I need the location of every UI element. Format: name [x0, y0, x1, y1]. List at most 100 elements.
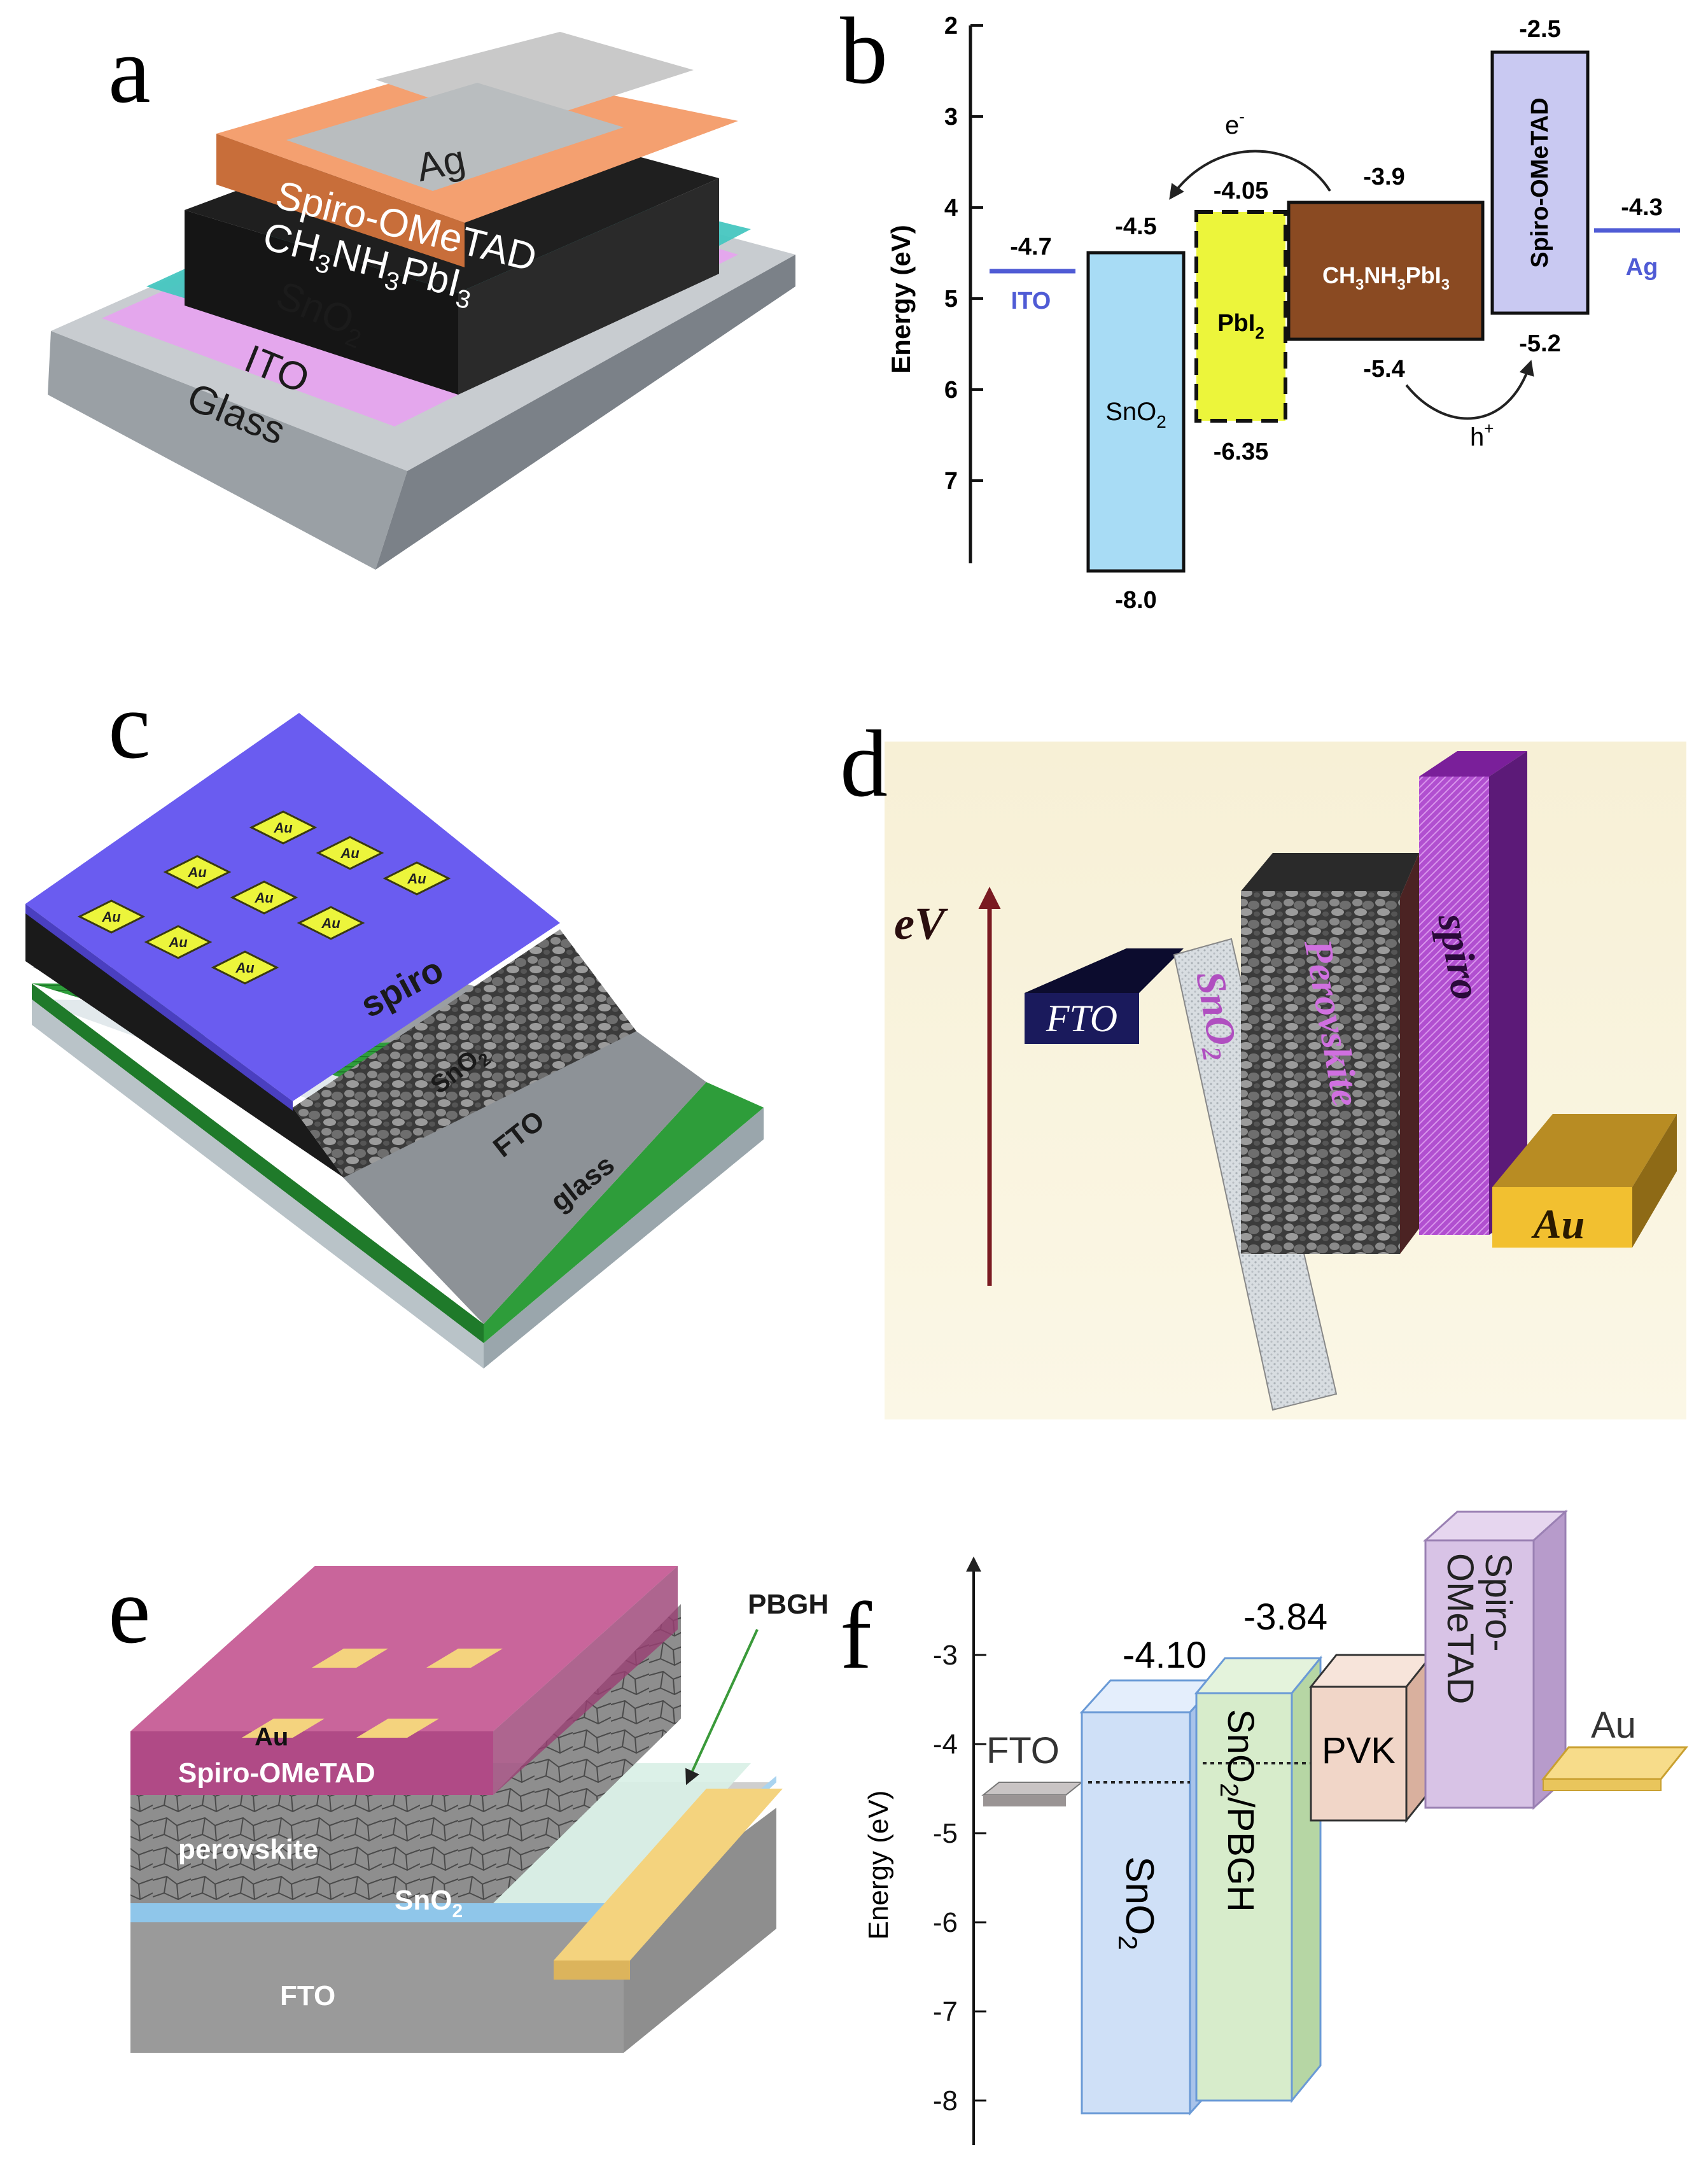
- b-tick-2: 2: [944, 13, 983, 39]
- f-pbgh-label: SnO2/PBGH: [1215, 1709, 1261, 1912]
- panel-f: f -3 -4 -5 -6 -7 -8 Energy (eV) FTO -4.1…: [840, 1509, 1689, 2145]
- d-fto-top: [1025, 948, 1184, 993]
- au-pad-2: [316, 836, 384, 870]
- svg-text:3: 3: [944, 104, 958, 130]
- d-spiro-front: [1419, 777, 1489, 1235]
- au-label-9: Au: [235, 960, 255, 976]
- au-pad-5: [230, 880, 298, 915]
- au-pad-4: [163, 855, 232, 889]
- sno2-vb-value: -8.0: [1115, 587, 1156, 614]
- d-fto-front: [1025, 993, 1139, 1044]
- e-fto-front: [130, 1922, 624, 2053]
- pbi2-band: [1194, 210, 1287, 423]
- c-fto-front: [32, 983, 484, 1343]
- au-label-6: Au: [321, 915, 340, 931]
- panel-c-letter: c: [108, 673, 151, 778]
- f-sno2-label: SnO2: [1113, 1856, 1161, 1950]
- d-perovskite-top: [1241, 853, 1419, 897]
- c-spiro-top: [25, 713, 560, 1101]
- e-au-strip-top: [554, 1789, 783, 1960]
- c-perovskite-front: [25, 910, 344, 1178]
- hole-label: h+: [1470, 419, 1494, 451]
- f-fto-top: [981, 1782, 1084, 1796]
- c-glass-side: [484, 1108, 764, 1369]
- f-tick-minus8: -8: [933, 2085, 986, 2116]
- spiro-homo-value: -5.2: [1519, 330, 1560, 357]
- c-perovskite-side: [293, 929, 636, 1178]
- sno2-label: SnO2: [1105, 398, 1166, 432]
- f-pbgh-front: [1195, 1692, 1293, 2102]
- f-au-label: Au: [1591, 1705, 1636, 1746]
- pbgh-callout-arrow: [685, 1629, 759, 1785]
- f-pvk-label: PVK: [1322, 1730, 1396, 1771]
- ag-level-value: -4.3: [1621, 194, 1662, 221]
- au-label-8: Au: [168, 934, 188, 950]
- au-label-4: Au: [187, 864, 207, 880]
- svg-text:Spiro-: Spiro-: [1478, 1553, 1519, 1652]
- sno2-band: [1086, 251, 1186, 573]
- perovskite-cb-value: -3.9: [1363, 164, 1404, 190]
- b-y-axis-label: Energy (eV): [886, 225, 916, 373]
- f-au-front: [1543, 1778, 1662, 1791]
- e-spiro-top: [130, 1566, 678, 1731]
- e-spiro-front: [130, 1731, 493, 1795]
- c-sno2-slab: [331, 1031, 706, 1324]
- au-label-5: Au: [254, 890, 274, 906]
- e-fto-label: FTO: [280, 1980, 335, 2011]
- panel-e-letter: e: [108, 1558, 151, 1663]
- f-fto-label: FTO: [986, 1730, 1060, 1771]
- pbi2-vb-value: -6.35: [1214, 439, 1269, 465]
- au-pad-9: [211, 950, 279, 985]
- e-perovskite-front: [130, 1795, 493, 1903]
- e-sno2-layer: [130, 1903, 624, 1922]
- e-au-pad-1: [312, 1649, 388, 1668]
- au-pad-8: [144, 925, 213, 959]
- b-tick-5: 5: [944, 286, 983, 313]
- pbgh-label: PBGH: [748, 1589, 829, 1620]
- c-spiro-edge: [25, 904, 293, 1111]
- e-au-pad-3: [242, 1719, 325, 1738]
- f-spiro-label: Spiro- OMeTAD: [1439, 1553, 1519, 1704]
- f-au-top: [1541, 1746, 1689, 1780]
- pbi2-label: PbI2: [1217, 310, 1264, 342]
- pbi2-cb-value: -4.05: [1214, 178, 1269, 204]
- hole-transfer-arrow: [1405, 360, 1534, 420]
- e-au-label: Au: [255, 1723, 288, 1751]
- au-pad-1: [249, 810, 318, 845]
- e-sno2-label: SnO2: [395, 1885, 463, 1922]
- svg-text:6: 6: [944, 377, 958, 404]
- glass-front: [48, 331, 407, 570]
- d-spiro-side: [1489, 751, 1527, 1235]
- svg-text:-6: -6: [933, 1907, 958, 1938]
- f-spiro-front: [1424, 1539, 1535, 1809]
- panel-d: d eV FTO SnO2 Perovskite spiro Au: [840, 711, 1686, 1419]
- spiro-label: Spiro-OMeTAD: [1527, 97, 1553, 267]
- f-tick-minus5: -5: [933, 1818, 986, 1849]
- perovskite-layer-side: [458, 178, 719, 395]
- ag-label: Ag: [1626, 254, 1658, 281]
- au-pad-3: [382, 861, 451, 896]
- svg-text:-3: -3: [933, 1640, 958, 1671]
- ito-level-value: -4.7: [1010, 234, 1051, 260]
- electron-transfer-arrow: [1169, 150, 1331, 200]
- au-pad-6: [297, 906, 365, 940]
- spiro-lumo-value: -2.5: [1519, 16, 1560, 43]
- d-au-top: [1492, 1114, 1677, 1187]
- svg-text:-5: -5: [933, 1818, 958, 1849]
- svg-text:-4: -4: [933, 1729, 958, 1760]
- spiro-layer-front: [216, 134, 465, 267]
- au-label-1: Au: [273, 820, 293, 836]
- b-tick-4: 4: [944, 195, 983, 222]
- panel-a-letter: a: [108, 17, 151, 123]
- f-tick-minus7: -7: [933, 1996, 986, 2027]
- spiro-band: [1490, 50, 1590, 315]
- panel-b: b 2 3 4 5 6 7 Energy (eV) -4.7 ITO -4.5 …: [840, 0, 1680, 614]
- f-pvk-front: [1310, 1686, 1408, 1822]
- ev-axis-label: eV: [894, 898, 948, 949]
- d-au-side: [1632, 1114, 1677, 1248]
- au-label-2: Au: [340, 845, 360, 861]
- d-fto-label: FTO: [1046, 997, 1117, 1039]
- b-tick-7: 7: [944, 468, 983, 495]
- f-sno2-front: [1081, 1711, 1191, 2115]
